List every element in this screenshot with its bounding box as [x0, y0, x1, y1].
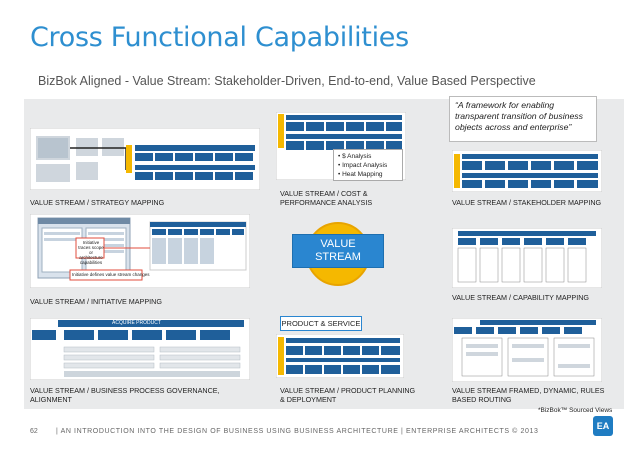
initiative-mapping-caption: VALUE STREAM / INITIATIVE MAPPING: [30, 297, 162, 306]
initiative-mapping-thumbnail[interactable]: [30, 214, 250, 288]
analysis-item: • $ Analysis: [338, 153, 372, 160]
cost-analysis-caption: VALUE STREAM / COST & PERFORMANCE ANALYS…: [280, 189, 373, 207]
capability-mapping-caption: VALUE STREAM / CAPABILITY MAPPING: [452, 293, 589, 302]
footer-text: | AN INTRODUCTION INTO THE DESIGN OF BUS…: [56, 428, 539, 435]
acquire-product-label: ACQUIRE PRODUCT: [112, 320, 161, 326]
process-governance-thumbnail[interactable]: [30, 318, 250, 380]
analysis-item: • Impact Analysis: [338, 162, 388, 169]
strategy-mapping-thumbnail[interactable]: [30, 128, 260, 190]
capability-mapping-thumbnail[interactable]: [452, 228, 602, 288]
initiative-note: Initiative traces scope or architecture …: [78, 240, 104, 265]
framework-quote: “A framework for enabling transparent tr…: [449, 96, 597, 142]
analysis-list: • $ Analysis • Impact Analysis • Heat Ma…: [333, 149, 403, 181]
product-planning-caption: VALUE STREAM / PRODUCT PLANNING & DEPLOY…: [280, 386, 416, 404]
analysis-item: • Heat Mapping: [338, 171, 383, 178]
initiative-change-note: Initiative defines value stream changes: [72, 272, 150, 277]
governance-caption: VALUE STREAM / BUSINESS PROCESS GOVERNAN…: [30, 386, 220, 404]
product-planning-thumbnail[interactable]: [276, 334, 404, 378]
strategy-mapping-caption: VALUE STREAM / STRATEGY MAPPING: [30, 198, 165, 207]
stakeholder-mapping-caption: VALUE STREAM / STAKEHOLDER MAPPING: [452, 198, 602, 207]
value-stream-label[interactable]: VALUE STREAM: [292, 234, 384, 268]
ea-logo: EA: [593, 416, 613, 436]
rules-routing-thumbnail[interactable]: [452, 318, 602, 382]
rules-routing-caption: VALUE STREAM FRAMED, DYNAMIC, RULES BASE…: [452, 386, 605, 404]
stakeholder-mapping-thumbnail[interactable]: [452, 150, 602, 192]
sourced-note: *BizBok™ Sourced Views: [538, 407, 613, 414]
product-service-label: PRODUCT & SERVICE: [280, 316, 362, 331]
page-number: 62: [30, 428, 38, 435]
page-title: Cross Functional Capabilities: [30, 22, 409, 53]
page-subtitle: BizBok Aligned - Value Stream: Stakehold…: [38, 74, 536, 88]
